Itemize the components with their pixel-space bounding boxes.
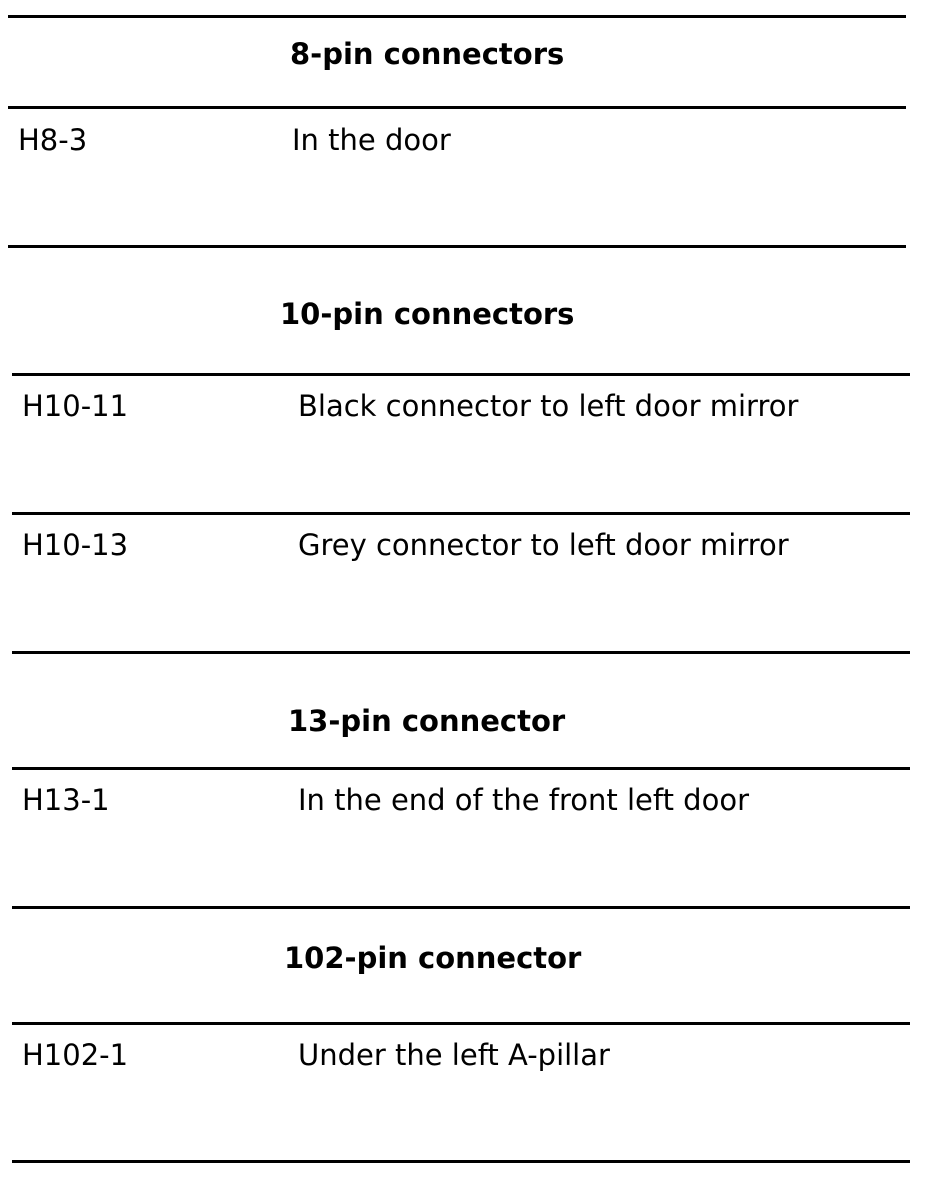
connector-location: Black connector to left door mirror: [298, 389, 799, 423]
connector-code: H8-3: [18, 123, 88, 157]
table-rule: [12, 1022, 910, 1025]
connector-location: Under the left A-pillar: [298, 1038, 610, 1072]
connector-code: H13-1: [22, 783, 110, 817]
connector-code: H102-1: [22, 1038, 129, 1072]
connector-location: In the door: [292, 123, 451, 157]
connector-code: H10-13: [22, 528, 129, 562]
section-heading-8-pin: 8-pin connectors: [290, 37, 565, 71]
table-rule: [12, 512, 910, 515]
table-rule: [12, 767, 910, 770]
table-rule: [8, 245, 906, 248]
table-rule: [8, 15, 906, 18]
table-rule: [8, 106, 906, 109]
table-rule: [12, 373, 910, 376]
connector-location: In the end of the front left door: [298, 783, 750, 817]
connector-location: Grey connector to left door mirror: [298, 528, 789, 562]
table-rule: [12, 906, 910, 909]
table-rule: [12, 651, 910, 654]
section-heading-13-pin: 13-pin connector: [288, 704, 566, 738]
table-rule: [12, 1160, 910, 1163]
section-heading-102-pin: 102-pin connector: [284, 941, 582, 975]
connector-code: H10-11: [22, 389, 129, 423]
section-heading-10-pin: 10-pin connectors: [280, 297, 575, 331]
